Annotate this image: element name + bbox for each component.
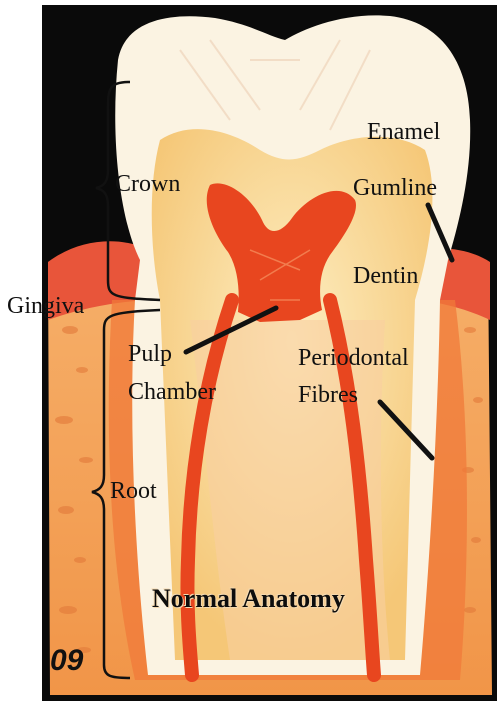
figure-number: 09 — [50, 644, 83, 678]
label-periodontal-line2: Fibres — [298, 381, 358, 409]
label-root: Root — [110, 477, 157, 505]
label-dentin: Dentin — [353, 262, 418, 290]
label-pulp-line2: Chamber — [128, 378, 216, 406]
diagram-title: Normal Anatomy — [152, 584, 345, 614]
label-crown: Crown — [115, 170, 180, 198]
label-pulp-line1: Pulp — [128, 340, 172, 368]
label-periodontal-line1: Periodontal — [298, 344, 409, 372]
label-gumline: Gumline — [353, 174, 437, 202]
label-enamel: Enamel — [367, 118, 440, 146]
label-gingiva: Gingiva — [7, 292, 84, 320]
